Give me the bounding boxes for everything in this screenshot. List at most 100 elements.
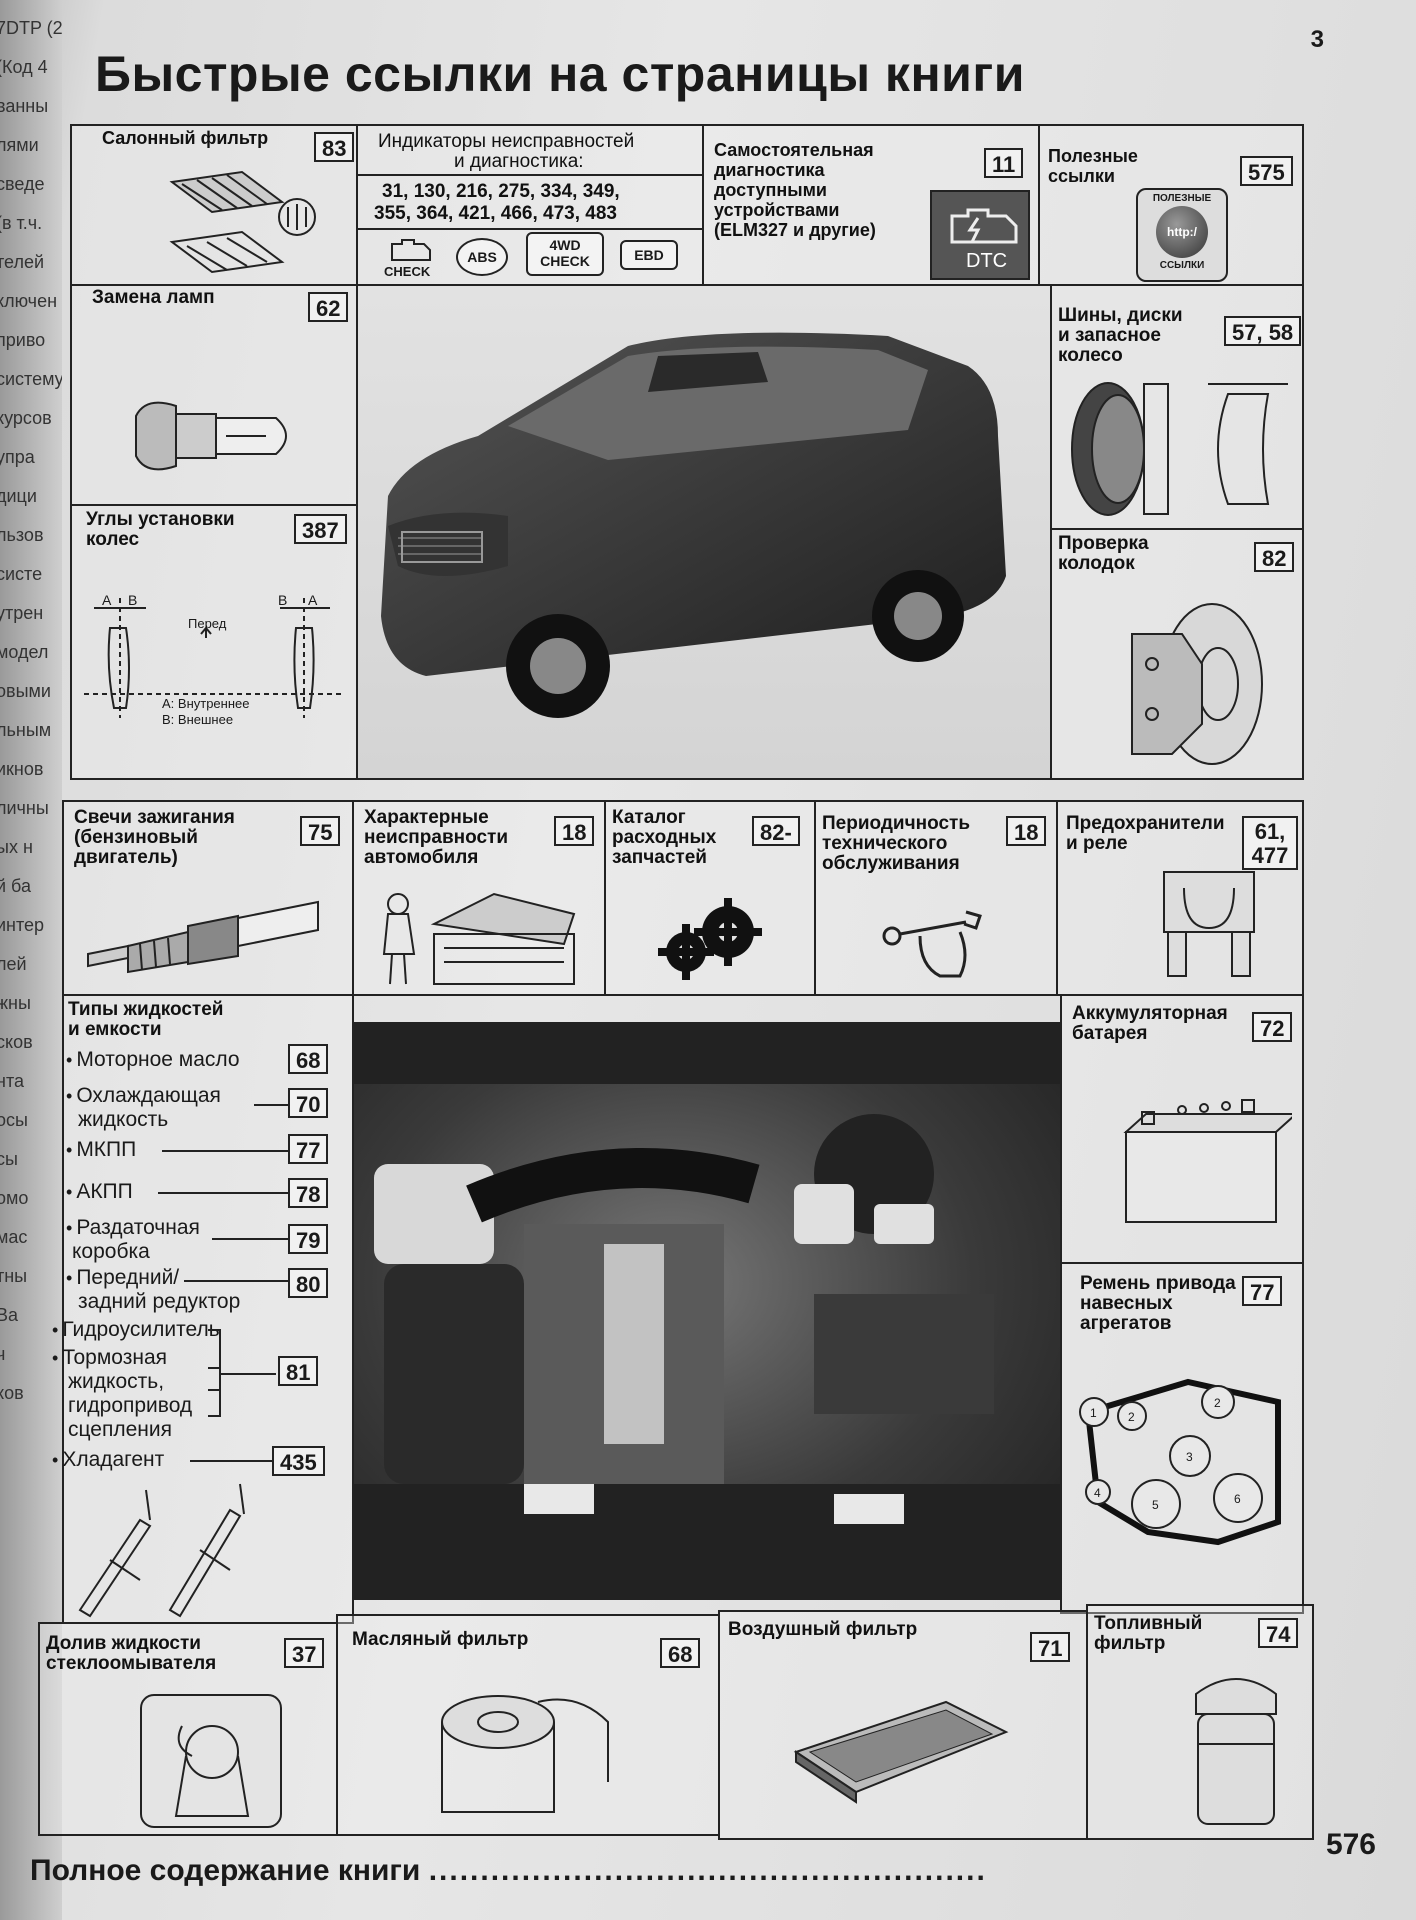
fluid-engine-oil-page[interactable]: 68 (288, 1044, 329, 1074)
tires-page[interactable]: 57, 58 (1224, 316, 1302, 346)
malfunction-label-2: и диагностика: (454, 151, 584, 172)
fluid-refrigerant-text: Хладагент (62, 1448, 165, 1471)
oil-filter-page[interactable]: 68 (660, 1638, 701, 1668)
battery-label-2: батарея (1072, 1023, 1148, 1044)
facing-page-fragment: икнов (0, 759, 44, 779)
tires-label-1: Шины, диски (1058, 305, 1183, 326)
oil-filter-icon (441, 1695, 609, 1813)
alignment-legend-b: B: Внешнее (162, 712, 234, 727)
full-contents-link[interactable]: Полное содержание книги ................… (30, 1854, 987, 1888)
facing-page-fragment: мас (0, 1227, 28, 1247)
cell-air-filter[interactable]: Воздушный фильтр 71 (718, 1610, 1088, 1840)
facing-page-fragment: ых н (0, 837, 33, 857)
cell-wheel-alignment[interactable]: Углы установки колес 387 A B B A Перед A… (70, 504, 358, 780)
cell-washer-fluid[interactable]: Долив жидкости стеклоомывателя 37 (38, 1622, 338, 1836)
fluids-label-2: и емкости (68, 1019, 162, 1040)
pulley-1: 1 (1090, 1406, 1097, 1420)
cell-brake-pads[interactable]: Проверка колодок 82 (1050, 528, 1304, 780)
useful-links-badge: ПОЛЕЗНЫЕ http:/ ССЫЛКИ (1136, 188, 1228, 282)
fuel-filter-page[interactable]: 74 (1258, 1618, 1299, 1648)
cell-cabin-filter[interactable]: Салонный фильтр 83 (70, 124, 358, 286)
fuel-filter-label-1: Топливный (1094, 1613, 1203, 1634)
fluid-engine-oil: •Моторное масло (66, 1048, 240, 1071)
spark-label-3: двигатель) (74, 847, 178, 868)
mechanic-hood-icon (382, 892, 576, 985)
catalog-page[interactable]: 82- (752, 816, 800, 846)
cell-lamp-replacement[interactable]: Замена ламп 62 (70, 284, 358, 506)
facing-page-fragment: ч (0, 1344, 6, 1364)
facing-page-fragment: приво (0, 330, 46, 350)
battery-icon (1123, 1099, 1292, 1223)
facing-page-fragment: телей (0, 252, 45, 272)
cell-tires-wheels[interactable]: Шины, диски и запасное колесо 57, 58 (1050, 284, 1304, 530)
cell-parts-catalog[interactable]: Каталог расходных запчастей 82- (604, 800, 816, 996)
cell-self-diagnostics[interactable]: Самостоятельная диагностика доступными у… (702, 124, 1040, 286)
cell-spark-plugs[interactable]: Свечи зажигания (бензиновый двигатель) 7… (62, 800, 354, 996)
self-diag-label-1: Самостоятельная (714, 140, 874, 160)
fluid-refrigerant-page[interactable]: 435 (272, 1446, 325, 1476)
dtc-text: DTC (966, 250, 1008, 272)
cell-drive-belt[interactable]: Ремень привода навесных агрегатов 77 1 2… (1060, 1262, 1304, 1614)
fluid-engine-oil-text: Моторное масло (76, 1048, 240, 1071)
air-filter-page[interactable]: 71 (1030, 1632, 1071, 1662)
fuel-filter-icon (1195, 1678, 1277, 1825)
fluid-power-steering-text: Гидроусилитель (62, 1318, 220, 1341)
malfunction-pages-1[interactable]: 31, 130, 216, 275, 334, 349, (382, 181, 620, 202)
alignment-page[interactable]: 387 (294, 514, 347, 544)
belt-label-1: Ремень привода (1080, 1273, 1236, 1294)
facing-page-fragment: утрен (0, 603, 44, 623)
fluid-auto-gearbox-page[interactable]: 78 (288, 1178, 329, 1208)
spark-page[interactable]: 75 (300, 816, 341, 846)
facing-page-fragment: курсов (0, 408, 52, 428)
cell-maintenance-schedule[interactable]: Периодичность технического обслуживания … (814, 800, 1058, 996)
fluid-brake-text: Тормозная (62, 1346, 168, 1369)
belt-page[interactable]: 77 (1242, 1276, 1283, 1306)
washer-page[interactable]: 37 (284, 1638, 325, 1668)
lamps-label: Замена ламп (92, 287, 215, 308)
pulley-4: 4 (1094, 1486, 1101, 1500)
typical-page[interactable]: 18 (554, 816, 595, 846)
fluid-brake-bracket (208, 1329, 276, 1417)
facing-page-fragment: тны (0, 1266, 28, 1286)
facing-page-fragment: жны (0, 993, 31, 1013)
useful-links-page[interactable]: 575 (1240, 156, 1293, 186)
cell-fuel-filter[interactable]: Топливный фильтр 74 (1086, 1604, 1314, 1840)
cell-oil-filter[interactable]: Масляный фильтр 68 (336, 1614, 720, 1836)
air-filter-label: Воздушный фильтр (728, 1619, 918, 1640)
washer-label-2: стеклоомывателя (46, 1653, 217, 1674)
maintenance-page[interactable]: 18 (1006, 816, 1047, 846)
malfunction-pages-2[interactable]: 355, 364, 421, 466, 473, 483 (374, 203, 617, 224)
cell-malfunction-indicators[interactable]: Индикаторы неисправностей и диагностика:… (356, 124, 704, 286)
fluid-manual-gearbox-page[interactable]: 77 (288, 1134, 329, 1164)
cell-useful-links[interactable]: Полезные ссылки 575 ПОЛЕЗНЫЕ http:/ ССЫЛ… (1038, 124, 1304, 286)
belt-label-2: навесных (1080, 1293, 1173, 1314)
facing-page-fragment: льным (0, 720, 52, 740)
battery-page[interactable]: 72 (1252, 1012, 1293, 1042)
pads-page[interactable]: 82 (1254, 542, 1295, 572)
fuses-page[interactable]: 61, 477 (1242, 816, 1298, 870)
ebd-icon: EBD (620, 240, 678, 270)
fluid-axle-page[interactable]: 80 (288, 1268, 329, 1298)
cell-battery[interactable]: Аккумуляторная батарея 72 (1060, 994, 1304, 1264)
cell-typical-malfunctions[interactable]: Характерные неисправности автомобиля 18 (352, 800, 606, 996)
fluid-power-steering: •Гидроусилитель (52, 1318, 220, 1341)
cabin-filter-page[interactable]: 83 (314, 132, 355, 162)
pulley-2a: 2 (1128, 1410, 1135, 1424)
wheel-alignment-diagram (84, 598, 344, 718)
cell-fuses-relays[interactable]: Предохранители и реле 61, 477 (1056, 800, 1304, 996)
self-diag-page[interactable]: 11 (984, 148, 1024, 178)
fluid-coolant-page[interactable]: 70 (288, 1088, 329, 1118)
self-diag-label-3: доступными (714, 180, 827, 200)
fuel-filter-label-2: фильтр (1094, 1633, 1166, 1654)
cabin-filter-label: Салонный фильтр (102, 128, 269, 148)
full-contents-page[interactable]: 576 (1325, 1828, 1376, 1861)
fluid-brake-page[interactable]: 81 (278, 1356, 319, 1386)
fluid-coolant-text: Охлаждающая (76, 1084, 221, 1107)
facing-page-fragment: систему (0, 369, 62, 389)
pulley-6: 6 (1234, 1492, 1241, 1506)
dtc-icon: DTC (930, 190, 1030, 280)
lamps-page[interactable]: 62 (308, 292, 349, 322)
fluid-transfer-case-page[interactable]: 79 (288, 1224, 329, 1254)
